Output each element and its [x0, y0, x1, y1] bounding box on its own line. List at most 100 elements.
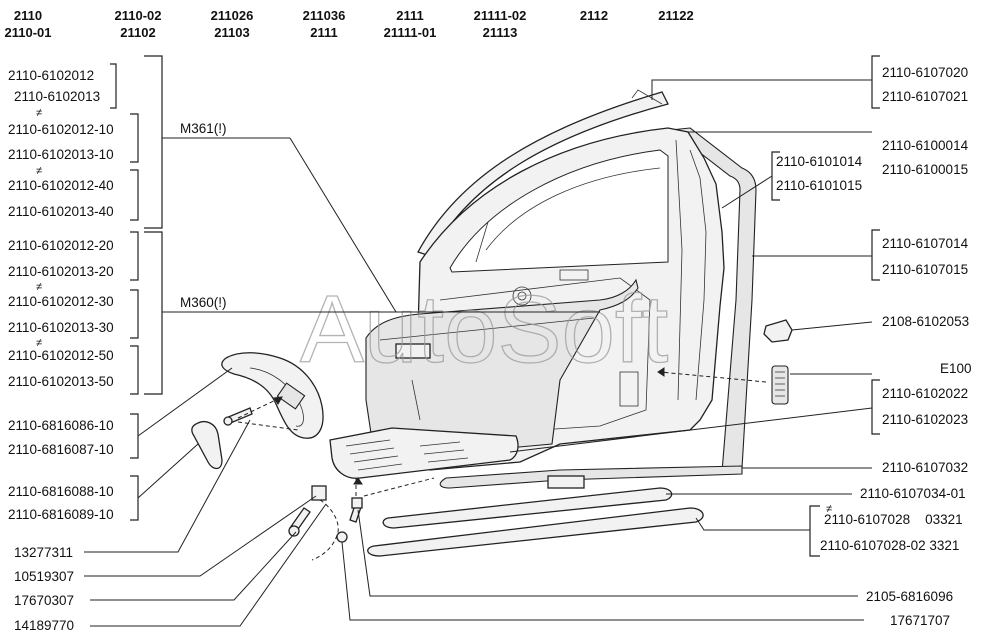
- part-number: 2110-6102012: [8, 68, 94, 83]
- speaker-hole-inner: [517, 291, 527, 301]
- part-number: E100: [940, 361, 972, 376]
- model-code: 2112: [580, 8, 608, 23]
- bracket: [809, 505, 820, 557]
- panel-slot: [559, 269, 589, 281]
- watermark: AutoSoft: [300, 276, 668, 383]
- part-number: 2108-6102053: [882, 314, 969, 329]
- armrest-handle: [221, 352, 324, 439]
- part-number: 2110-6107034-01: [860, 486, 966, 501]
- leader-line: [721, 175, 773, 209]
- model-code: 211026: [211, 8, 254, 23]
- bracket: [871, 379, 880, 435]
- model-code: 21111-01: [384, 25, 437, 40]
- door-drawing: [191, 89, 793, 561]
- part-number: 17670307: [14, 593, 74, 608]
- window-moulding: [417, 91, 669, 257]
- screw-head: [336, 531, 348, 543]
- bracket: [871, 55, 880, 109]
- part-number: 2110-6100014: [882, 138, 969, 153]
- part-number: 2110-6107032: [882, 460, 968, 475]
- bracket: [130, 231, 139, 281]
- model-code: 2111: [310, 25, 338, 40]
- part-number: 2110-6102013: [14, 89, 100, 104]
- part-number: 2110-6100015: [882, 162, 968, 177]
- part-number: 10519307: [14, 569, 74, 584]
- part-number: 2110-6102023: [882, 412, 968, 427]
- bracket: [130, 413, 139, 459]
- model-header: 2110 2110-01 2110-02 21102 211026 21103 …: [5, 8, 694, 40]
- mid-label: M360(!): [180, 295, 227, 310]
- trim-line: [411, 379, 421, 421]
- part-number: 2110-6107021: [882, 89, 968, 104]
- leader-line: [90, 531, 297, 601]
- bracket: [130, 345, 139, 395]
- model-code: 21111-02: [474, 8, 527, 23]
- pocket-grille: [345, 439, 403, 471]
- screw-head: [288, 525, 300, 537]
- bracket: [144, 231, 163, 395]
- part-number: 2110-6102013-30: [8, 320, 114, 335]
- model-code: 2110: [14, 8, 42, 23]
- pocket-grille: [419, 441, 469, 463]
- assembly-arrow: [237, 397, 281, 419]
- inner-panel: [439, 277, 651, 437]
- model-code: 21113: [483, 25, 518, 40]
- bracket: [130, 113, 139, 163]
- leader-line: [651, 79, 872, 100]
- window-opening: [449, 149, 669, 273]
- part-number: 2110-6102012-50: [8, 348, 114, 363]
- model-code: 2111: [396, 8, 424, 23]
- model-code: 21103: [214, 25, 249, 40]
- clip: [351, 497, 363, 509]
- bracket: [130, 475, 139, 521]
- not-equal-symbol: ≠: [36, 107, 42, 119]
- door-pocket: [329, 427, 519, 479]
- assembly-arrow: [311, 499, 339, 561]
- glass-channel: [485, 167, 661, 251]
- part-number: 2110-6102012-10: [8, 122, 114, 137]
- not-equal-symbol: ≠: [36, 165, 42, 177]
- handle-cover: [191, 420, 223, 470]
- arrow-head: [353, 477, 363, 485]
- model-code: 21102: [120, 25, 155, 40]
- leader-line: [137, 367, 233, 437]
- not-equal-symbol: ≠: [36, 281, 42, 293]
- not-equal-symbol: ≠: [826, 503, 832, 515]
- left-brackets: [110, 55, 600, 521]
- leader-line: [509, 407, 873, 453]
- bracket: [130, 289, 139, 339]
- part-number: 2110-6102012-30: [8, 294, 114, 309]
- door-moulding-lower: [367, 507, 704, 557]
- armrest-inner-line: [249, 367, 304, 427]
- part-number: 2110-6102012-40: [8, 178, 114, 193]
- part-number: 2110-6102022: [882, 386, 968, 401]
- part-number: 2110-6102013-50: [8, 374, 114, 389]
- bracket: [144, 55, 163, 229]
- arrow-head: [657, 367, 665, 377]
- part-number: 17671707: [890, 613, 950, 628]
- part-number: 2110-6816087-10: [8, 442, 114, 457]
- screw-head: [223, 416, 233, 426]
- sill-seal: [439, 465, 743, 489]
- part-number: 2110-6102013-20: [8, 264, 114, 279]
- speaker-hole: [512, 286, 532, 306]
- model-code: 2110-01: [5, 25, 52, 40]
- part-number: 2110-6101015: [776, 178, 862, 193]
- mid-label: M361(!): [180, 121, 227, 136]
- rear-channel: [689, 149, 707, 401]
- right-labels: 2110-6107020 2110-6107021 2110-6100014 2…: [776, 65, 972, 628]
- lamp-ribs: [775, 371, 785, 397]
- leader-line: [791, 321, 873, 331]
- part-number: 2110-6102013-40: [8, 204, 114, 219]
- left-leaders: [84, 137, 397, 627]
- part-number: 14189770: [14, 618, 74, 633]
- bracket: [110, 63, 117, 109]
- model-code: 2110-02: [115, 8, 162, 23]
- leader-line: [289, 137, 397, 313]
- assembly-arrow: [363, 477, 435, 497]
- part-number: 2110-6107014: [882, 236, 969, 251]
- arrow-head: [273, 396, 283, 405]
- leader-line: [84, 419, 251, 553]
- sill-clip: [547, 475, 585, 489]
